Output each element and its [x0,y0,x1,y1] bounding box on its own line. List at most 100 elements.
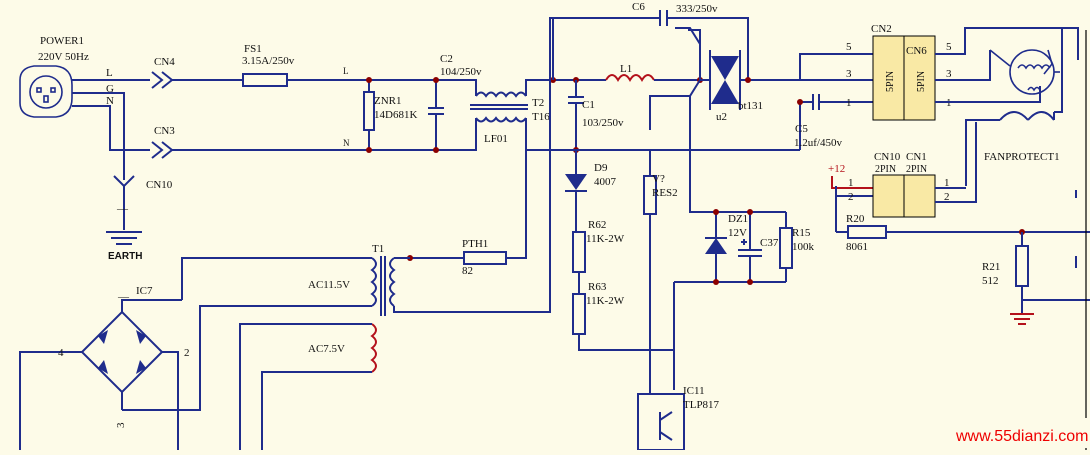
fan-motor [989,49,1060,95]
cn10-earth-connector [113,175,135,230]
znr1-label: ZNR1 [374,95,402,107]
c37-label: C37 [760,237,779,249]
ic7-minus: — [117,291,130,303]
bt131-label: bt131 [738,100,763,112]
l1-inductor [605,74,655,82]
r62-value: 11K-2W [586,233,625,245]
earth-symbol [106,231,142,245]
plug-n-label: N [106,95,114,107]
cn2-pin-label: 5PIN [885,71,896,92]
r21-value: 512 [982,275,999,287]
line-l-label: L [343,66,349,76]
res2-ref: V? [652,173,665,185]
cn1-pin1: 1 [944,177,950,189]
cn2-label: CN2 [871,23,892,35]
c6-capacitor [659,10,668,26]
cn6-label: CN6 [906,45,927,57]
pth1-value: 82 [462,265,473,277]
r62-resistor [572,231,586,273]
u2-label: u2 [716,111,727,123]
cn1-pin-label: 2PIN [906,164,927,175]
cn6-pin3: 3 [946,68,952,80]
fs1-value: 3.15A/250v [242,55,295,67]
c5-label: C5 [795,123,808,135]
r20-label: R20 [846,213,865,225]
ac75-label: AC7.5V [308,343,345,355]
dz1-label: DZ1 [728,213,748,225]
cn1-pin2: 2 [944,191,950,203]
dz1-value: 12V [728,227,747,239]
r62-label: R62 [588,219,606,231]
ic11-label: IC11 [683,385,705,397]
cn10-2pin-block [872,174,905,218]
cn6-pin-label: 5PIN [916,71,927,92]
cn6-block [903,35,936,121]
cn3-connector [151,141,174,159]
lf01-label: LF01 [484,133,508,145]
cn4-connector [151,71,174,89]
cn2-pin3: 3 [846,68,852,80]
cn2-pin1: 1 [846,97,852,109]
r20-value: 8061 [846,241,868,253]
power1-rating: 220V 50Hz [38,51,89,63]
c5-capacitor [797,94,873,110]
t2-label: T2 [532,97,544,109]
c5-value: 1.2uf/450v [794,137,842,149]
cn10b-pin-label: 2PIN [875,164,896,175]
c2-label: C2 [440,53,453,65]
c1-value: 103/250v [582,117,624,129]
t2-value: T16 [532,111,550,123]
plug-g-label: G [106,83,114,95]
cn1-2pin-block [903,174,936,218]
ic11-value: TLP817 [683,399,720,411]
cn10b-pin2: 2 [848,191,854,203]
znr1-varistor [363,77,375,153]
fanprotect-label: FANPROTECT1 [984,151,1060,163]
l1-label: L1 [620,63,632,75]
pth1-thermistor [463,251,507,265]
c2-capacitor [428,77,444,153]
cn10-label: CN10 [146,179,173,191]
cn2-pin5: 5 [846,41,852,53]
r21-label: R21 [982,261,1000,273]
power-plug [19,65,73,118]
c6-label: C6 [632,1,645,13]
triac-bt131 [649,27,800,130]
c6-value: 333/250v [676,3,718,15]
watermark: www.55dianzi.com [955,428,1089,445]
fs1-fuse [242,73,288,87]
res2-resistor [643,150,657,350]
cn4-label: CN4 [154,56,175,68]
plug-l-label: L [106,67,113,79]
cn2-block [872,35,905,121]
r63-value: 11K-2W [586,295,625,307]
cn6-pin5: 5 [946,41,952,53]
pth1-label: PTH1 [462,238,488,250]
r21-resistor [1010,229,1034,325]
cn10b-label: CN10 [874,151,901,163]
fanprotect-switch [965,111,1055,186]
earth-label: EARTH [108,251,142,262]
earth-dash: — [116,203,129,215]
plus12-label: +12 [828,163,845,175]
r63-label: R63 [588,281,607,293]
dz1-zener [705,209,727,282]
ac115-label: AC11.5V [308,279,350,291]
r15-resistor [779,212,793,282]
power1-label: POWER1 [40,35,84,47]
ic7-label: IC7 [136,285,153,297]
cn10b-pin1: 1 [848,177,854,189]
r20-resistor [847,225,887,239]
c2-value: 104/250v [440,66,482,78]
ic7-pin2: 2 [184,347,190,359]
line-n-label: N [343,138,350,148]
r63-resistor [572,293,586,335]
fs1-label: FS1 [244,43,262,55]
d9-label: D9 [594,162,608,174]
d9-value: 4007 [594,176,617,188]
c1-capacitor [568,80,584,153]
ic7-bridge-rectifier [19,299,182,450]
t1-transformer [122,17,553,450]
